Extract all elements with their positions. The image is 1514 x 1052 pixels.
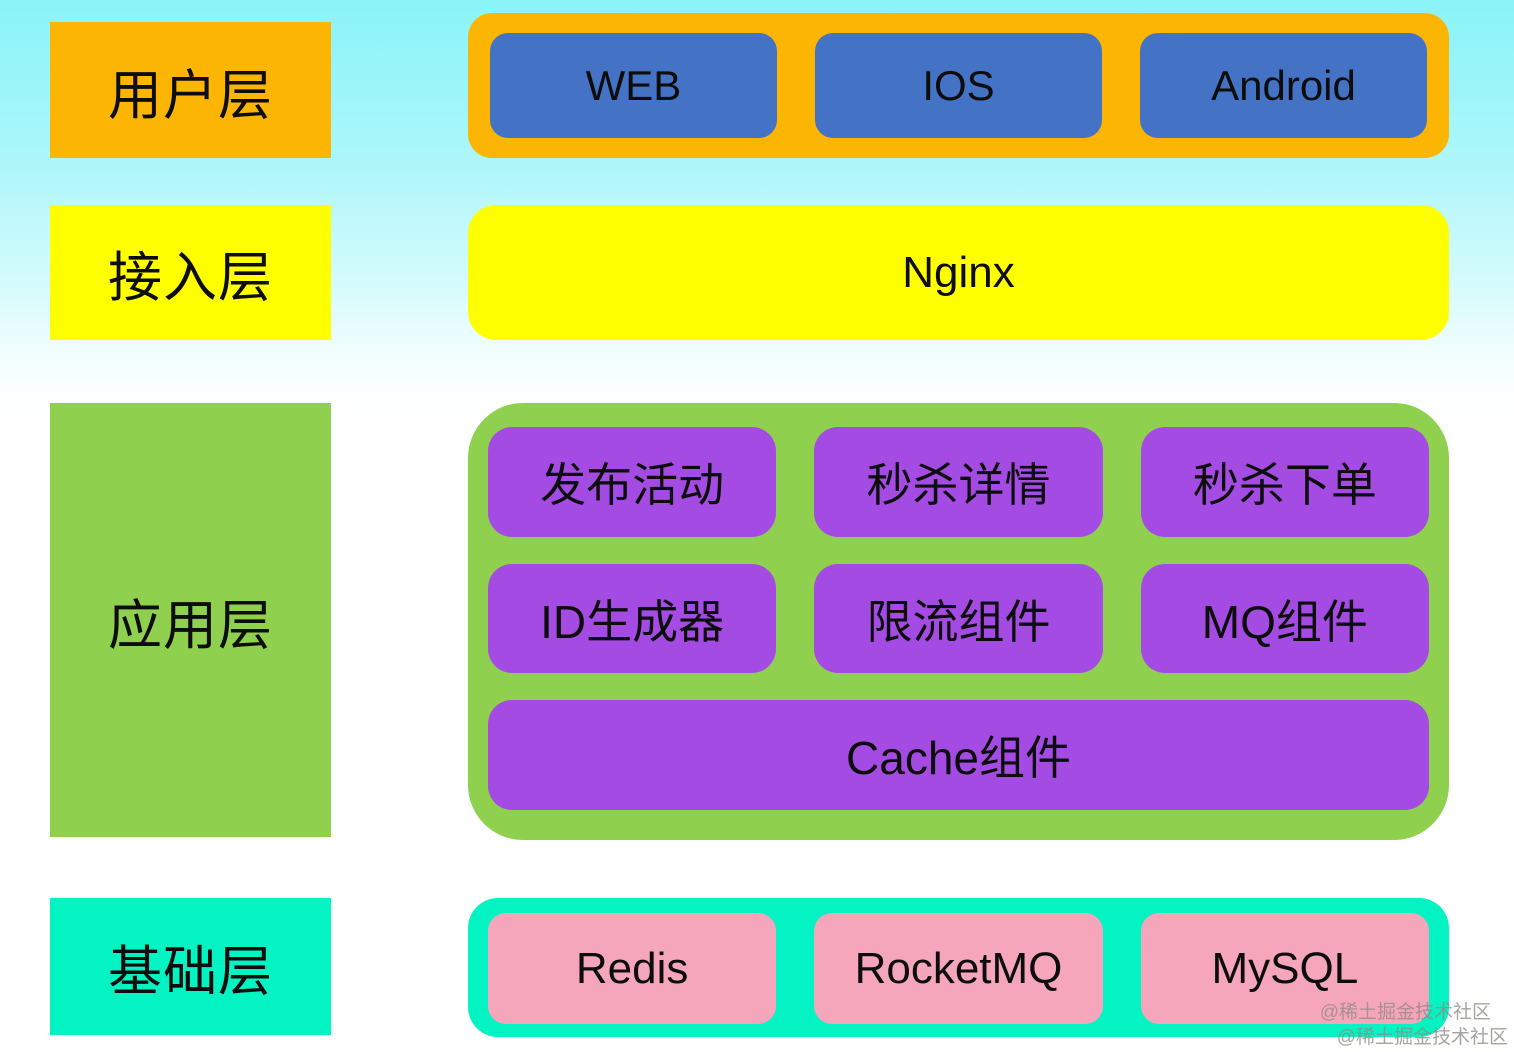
layer-label-base: 基础层 <box>50 898 331 1035</box>
node-ios: IOS <box>815 33 1102 138</box>
node-mysql: MySQL <box>1140 913 1429 1024</box>
application-layer-panel: 发布活动 秒杀详情 秒杀下单 ID生成器 限流组件 MQ组件 Cache组件 <box>468 403 1449 840</box>
node-seckill-detail: 秒杀详情 <box>814 427 1103 537</box>
node-cache-component: Cache组件 <box>488 700 1429 811</box>
node-nginx: Nginx <box>468 205 1449 340</box>
application-row-3: Cache组件 <box>488 700 1429 811</box>
layer-label-application: 应用层 <box>50 403 331 837</box>
base-layer-panel: Redis RocketMQ MySQL <box>468 898 1449 1037</box>
layer-label-access: 接入层 <box>50 205 331 340</box>
layer-label-user: 用户层 <box>50 22 331 158</box>
watermark-line-1: @稀土掘金技术社区 <box>1319 1002 1491 1023</box>
node-rate-limit-component: 限流组件 <box>814 563 1103 674</box>
user-layer-panel: WEB IOS Android <box>468 13 1449 158</box>
node-android: Android <box>1140 33 1427 138</box>
node-mq-component: MQ组件 <box>1140 563 1429 674</box>
node-redis: Redis <box>488 913 777 1024</box>
watermark-line-2: @稀土掘金技术社区 <box>1336 1027 1508 1048</box>
node-seckill-order: 秒杀下单 <box>1140 427 1429 537</box>
application-row-2: ID生成器 限流组件 MQ组件 <box>488 563 1429 674</box>
watermark: @稀土掘金技术社区 @稀土掘金技术社区 <box>1320 1000 1508 1050</box>
node-id-generator: ID生成器 <box>488 563 777 674</box>
node-rocketmq: RocketMQ <box>814 913 1103 1024</box>
application-row-1: 发布活动 秒杀详情 秒杀下单 <box>488 427 1429 537</box>
node-web: WEB <box>490 33 777 138</box>
node-publish-activity: 发布活动 <box>488 427 777 537</box>
